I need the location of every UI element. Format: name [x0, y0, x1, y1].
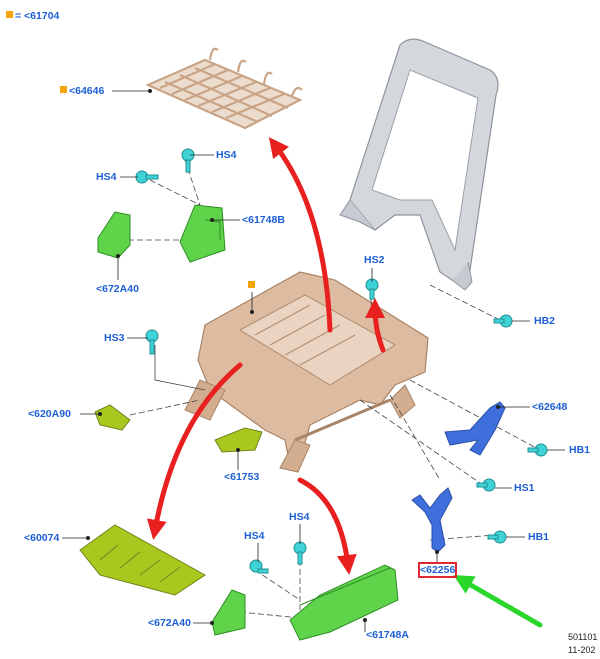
arrow-to-shield-61748a	[297, 477, 357, 575]
green-shield-parts	[97, 204, 399, 641]
fastener-parts	[135, 148, 548, 574]
label-hs4-top-left[interactable]: HS4	[96, 171, 117, 183]
label-hs1[interactable]: HS1	[514, 482, 535, 494]
orange-square-icon	[6, 11, 13, 18]
reference-code-line2: 11-202	[568, 645, 596, 655]
label-64646[interactable]: <64646	[60, 85, 104, 97]
legend: = <61704	[6, 10, 59, 22]
label-hs3[interactable]: HS3	[104, 332, 125, 344]
label-60074[interactable]: <60074	[24, 532, 60, 544]
label-hs4-bottom[interactable]: HS4	[289, 511, 310, 523]
green-highlight-arrow	[453, 575, 543, 628]
label-hb2[interactable]: HB2	[534, 315, 556, 327]
label-61753[interactable]: <61753	[224, 471, 260, 483]
arrow-to-wire-mat	[268, 137, 333, 333]
label-hs4-top[interactable]: HS4	[216, 149, 237, 161]
label-61748a[interactable]: <61748A	[366, 629, 409, 641]
cushion-wire-mat	[145, 47, 303, 130]
cushion-frame-marker-icon	[248, 281, 255, 288]
assembly-guide-lines	[128, 159, 541, 619]
label-hs2[interactable]: HS2	[364, 254, 385, 266]
label-64646-text: <64646	[69, 85, 105, 97]
label-62256-highlighted[interactable]: <62256	[417, 562, 458, 578]
arrow-to-fastener-hs2	[365, 298, 386, 353]
label-hs4-bottom-left[interactable]: HS4	[244, 530, 265, 542]
orange-square-icon	[60, 86, 67, 93]
seat-cushion-frame	[184, 271, 429, 473]
label-620a90[interactable]: <620A90	[28, 408, 71, 420]
label-672a40-bottom[interactable]: <672A40	[148, 617, 191, 629]
legend-text: = <61704	[15, 10, 60, 22]
arrow-to-cover-60074	[146, 362, 243, 540]
label-hb1-upper[interactable]: HB1	[569, 444, 591, 456]
label-62648[interactable]: <62648	[532, 401, 568, 413]
reference-code-line1: 501101	[568, 632, 598, 642]
label-61748b[interactable]: <61748B	[242, 214, 285, 226]
blue-bracket-parts	[411, 401, 506, 553]
seat-back-frame	[339, 38, 499, 291]
label-hb1-lower[interactable]: HB1	[528, 531, 550, 543]
olive-cover-parts	[79, 404, 263, 596]
label-leader-lines	[62, 89, 565, 632]
red-direction-arrows	[146, 137, 386, 575]
label-672a40-top[interactable]: <672A40	[96, 283, 139, 295]
